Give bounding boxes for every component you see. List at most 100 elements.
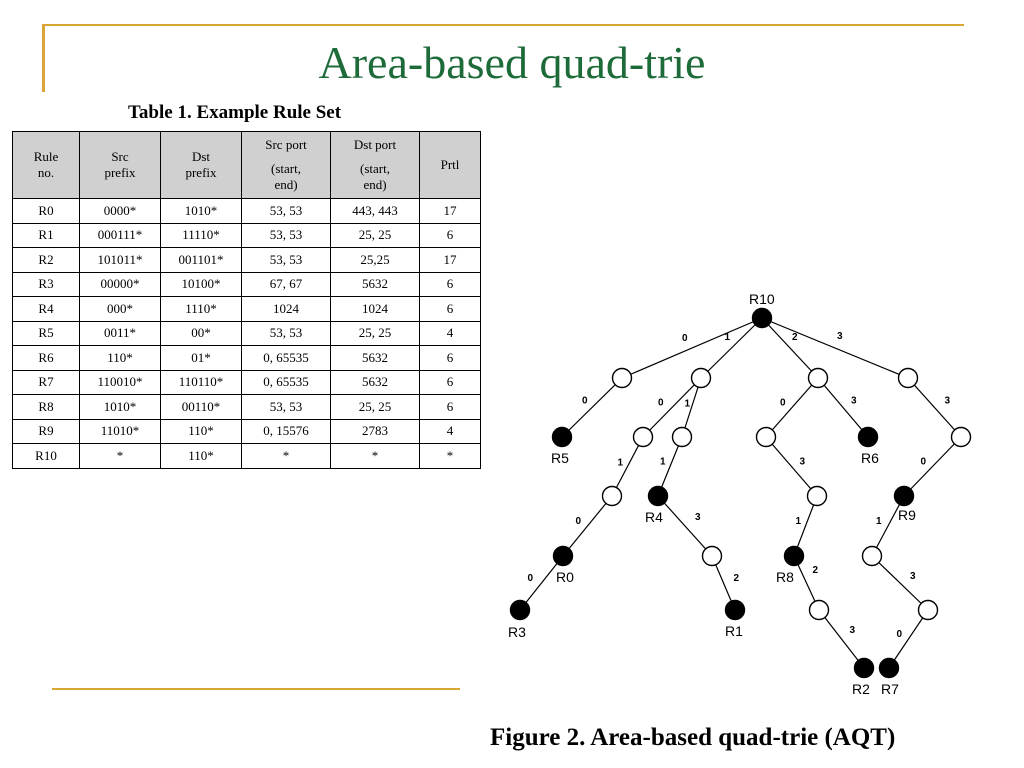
edge-label: 2 — [813, 565, 819, 576]
table-cell: 000* — [79, 296, 161, 322]
table-cell: 53, 53 — [241, 222, 331, 248]
table-cell: 0, 65535 — [241, 345, 331, 371]
table-cell: 25, 25 — [330, 222, 420, 248]
table-cell: * — [419, 443, 481, 469]
tree-edge — [561, 377, 623, 438]
empty-node — [861, 545, 883, 567]
table-cell: 0000* — [79, 198, 161, 224]
empty-node — [917, 599, 939, 621]
header-src-prefix: Src prefix — [79, 131, 161, 199]
empty-node — [601, 485, 623, 507]
edge-label: 3 — [695, 512, 701, 523]
node-label: R2 — [852, 681, 870, 697]
rule-node — [509, 599, 531, 621]
tree-edge — [611, 436, 644, 497]
tree-edge — [519, 555, 564, 611]
table-cell: R6 — [12, 345, 80, 371]
empty-node — [950, 426, 972, 448]
empty-node — [611, 367, 633, 389]
tree-edge — [681, 377, 702, 438]
table-cell: 5632 — [330, 271, 420, 297]
edge-label: 0 — [780, 398, 786, 409]
table-cell: R7 — [12, 369, 80, 395]
edge-label: 0 — [658, 398, 664, 409]
table-cell: 2783 — [330, 418, 420, 444]
node-label: R1 — [725, 623, 743, 639]
tree-edge — [903, 436, 962, 497]
table-caption: Table 1. Example Rule Set — [128, 102, 342, 123]
tree-edge — [907, 377, 962, 438]
table-cell: R8 — [12, 394, 80, 420]
empty-node — [808, 599, 830, 621]
table-cell: 11110* — [160, 222, 242, 248]
edge-label: 0 — [576, 516, 582, 527]
table-cell: 00110* — [160, 394, 242, 420]
edge-label: 0 — [582, 396, 588, 407]
empty-node — [807, 367, 829, 389]
tree-edge — [765, 436, 818, 497]
tree-edge — [657, 495, 713, 557]
edge-label: 3 — [910, 571, 916, 582]
edge-label: 0 — [528, 573, 534, 584]
tree-edge — [621, 317, 763, 379]
node-label: R0 — [556, 569, 574, 585]
table-cell: 53, 53 — [241, 320, 331, 346]
edge-label: 1 — [618, 458, 624, 469]
node-label: R8 — [776, 569, 794, 585]
table-cell: 1024 — [241, 296, 331, 322]
rule-node — [878, 657, 900, 679]
edge-label: 2 — [734, 573, 740, 584]
decorative-bottom-rule — [52, 688, 460, 690]
edge-label: 3 — [850, 625, 856, 636]
edge-label: 3 — [800, 457, 806, 468]
tree-edge — [888, 609, 929, 669]
rule-node — [751, 307, 773, 329]
edge-label: 1 — [725, 332, 731, 343]
node-label: R9 — [898, 507, 916, 523]
empty-node — [671, 426, 693, 448]
tree-edge — [871, 555, 929, 611]
table-cell: 1024 — [330, 296, 420, 322]
tree-edge — [765, 377, 819, 438]
table-cell: 25,25 — [330, 247, 420, 273]
table-cell: R3 — [12, 271, 80, 297]
empty-node — [897, 367, 919, 389]
tree-edge — [761, 317, 909, 379]
figure-caption: Figure 2. Area-based quad-trie (AQT) — [490, 724, 896, 751]
table-cell: 6 — [419, 369, 481, 395]
rule-node — [647, 485, 669, 507]
table-cell: 000111* — [79, 222, 161, 248]
edge-label: 1 — [660, 457, 666, 468]
table-cell: 1110* — [160, 296, 242, 322]
tree-edge — [657, 436, 683, 497]
node-label: R6 — [861, 450, 879, 466]
header-rule-no: Rule no. — [12, 131, 80, 199]
edge-label: 3 — [851, 396, 857, 407]
rule-node — [551, 426, 573, 448]
table-cell: 6 — [419, 271, 481, 297]
table-cell: 4 — [419, 320, 481, 346]
table-header-row: Rule no. Src prefix Dst prefix Src port … — [12, 131, 481, 199]
node-label: R3 — [508, 624, 526, 640]
tree-edge — [642, 377, 702, 438]
edge-label: 0 — [897, 629, 903, 640]
rule-set-table: Rule no. Src prefix Dst prefix Src port … — [12, 131, 481, 469]
table-cell: 00000* — [79, 271, 161, 297]
edge-label: 0 — [921, 457, 927, 468]
rule-node — [893, 485, 915, 507]
empty-node — [755, 426, 777, 448]
table-cell: R10 — [12, 443, 80, 469]
empty-node — [701, 545, 723, 567]
table-row: R10*110**** — [12, 443, 481, 469]
empty-node — [806, 485, 828, 507]
empty-node — [690, 367, 712, 389]
slide-title: Area-based quad-trie — [318, 37, 706, 88]
decorative-vertical-rule — [42, 24, 45, 92]
edge-label: 2 — [792, 332, 798, 343]
table-cell: 110* — [160, 443, 242, 469]
tree-edge — [562, 495, 613, 557]
